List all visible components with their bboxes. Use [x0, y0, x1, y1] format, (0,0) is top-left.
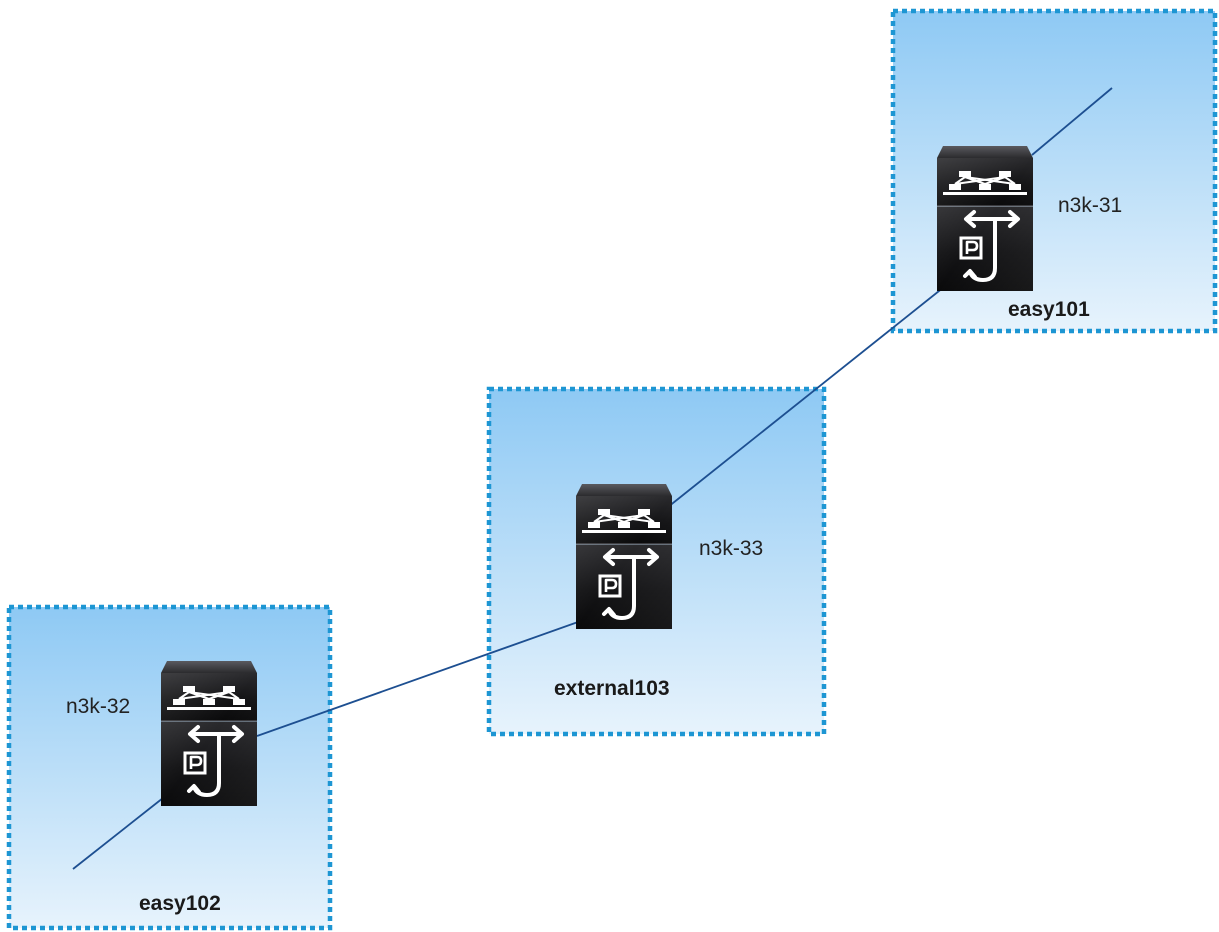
zone-label-easy102: easy102	[139, 892, 221, 915]
link-stub-n3k-31	[1031, 87, 1113, 156]
hostname-n3k-31: n3k-31	[1058, 194, 1122, 217]
nexus-switch-icon-n3k-33[interactable]	[574, 482, 674, 631]
nexus-switch-icon-n3k-32[interactable]	[159, 659, 259, 808]
hostname-n3k-33: n3k-33	[699, 537, 763, 560]
hostname-n3k-32: n3k-32	[66, 695, 130, 718]
nexus-switch-icon-n3k-31[interactable]	[935, 144, 1035, 293]
link-n3k-31-n3k-33	[667, 286, 945, 508]
zone-label-external103: external103	[554, 677, 670, 700]
link-n3k-33-n3k-32	[256, 621, 579, 737]
zone-label-easy101: easy101	[1008, 298, 1090, 321]
link-stub-n3k-32	[72, 797, 164, 870]
